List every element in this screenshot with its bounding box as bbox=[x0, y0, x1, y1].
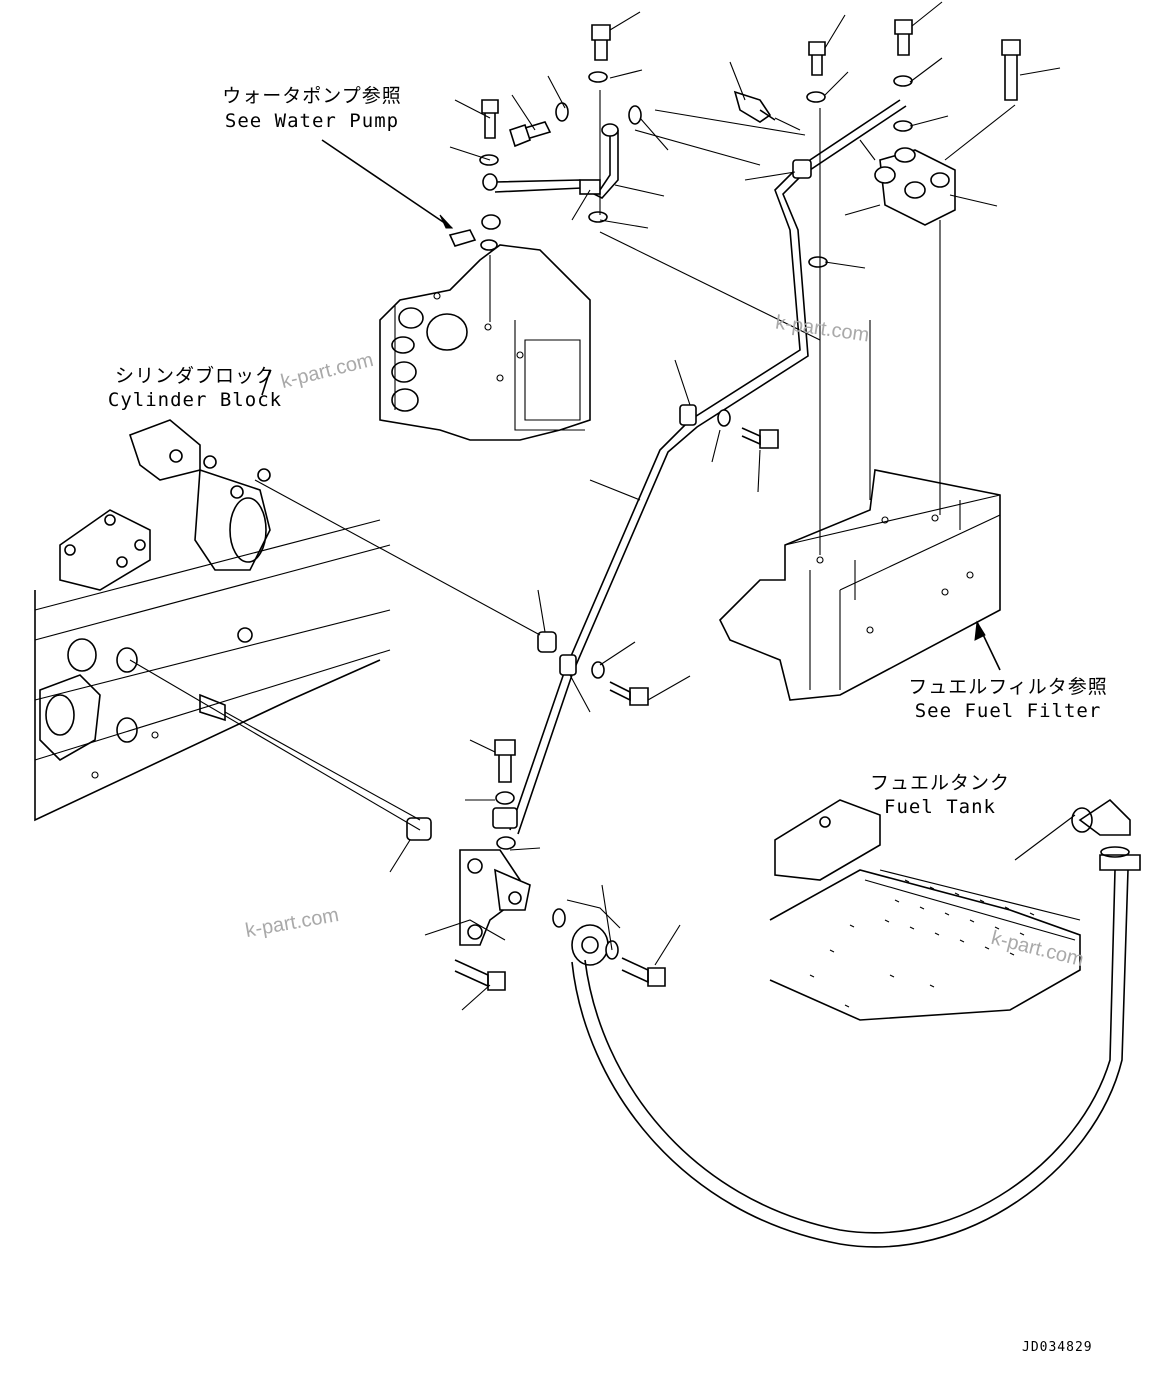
fuel-tank bbox=[769, 799, 1081, 1021]
bolt bbox=[894, 19, 913, 56]
cylinder-block bbox=[34, 419, 391, 822]
fuel-tank-label-jp: フュエルタンク bbox=[869, 772, 1010, 794]
bolt bbox=[808, 41, 826, 76]
cylinder-block-label-en: Cylinder Block bbox=[107, 389, 283, 411]
cylinder-block-label-jp: シリンダブロック bbox=[114, 365, 275, 387]
bolt bbox=[454, 959, 506, 991]
water-pump-label-jp: ウォータポンプ参照 bbox=[222, 85, 402, 107]
fuel-filter-head bbox=[874, 147, 956, 226]
fuel-tank-rivets bbox=[809, 879, 1035, 1008]
fuel-filter-bracket bbox=[719, 469, 1001, 701]
fuel-filter-label-jp: フュエルフィルタ参照 bbox=[908, 676, 1108, 698]
bolt bbox=[494, 739, 516, 783]
bolt bbox=[609, 681, 649, 706]
label-arrows bbox=[261, 139, 1001, 671]
fuel-hose bbox=[571, 798, 1141, 1248]
leader-lines bbox=[389, 1, 1076, 1011]
sensor bbox=[733, 90, 776, 123]
bolt bbox=[481, 99, 499, 139]
fuel-tank-label-en: Fuel Tank bbox=[884, 796, 996, 818]
fuel-filter-label-en: See Fuel Filter bbox=[914, 700, 1102, 722]
drawing-code: JD034829 bbox=[1022, 1340, 1093, 1355]
water-pump-label-en: See Water Pump bbox=[224, 110, 400, 132]
bolt bbox=[621, 957, 666, 987]
bolt bbox=[509, 121, 552, 148]
bolt bbox=[591, 24, 611, 61]
fuel-pipe bbox=[509, 99, 907, 835]
water-pump-housing bbox=[379, 244, 591, 441]
bolt bbox=[741, 427, 779, 449]
water-pump-pipe bbox=[482, 123, 619, 199]
guide-lines bbox=[129, 90, 1016, 831]
bolt bbox=[1001, 39, 1021, 101]
hardware bbox=[406, 19, 1021, 991]
